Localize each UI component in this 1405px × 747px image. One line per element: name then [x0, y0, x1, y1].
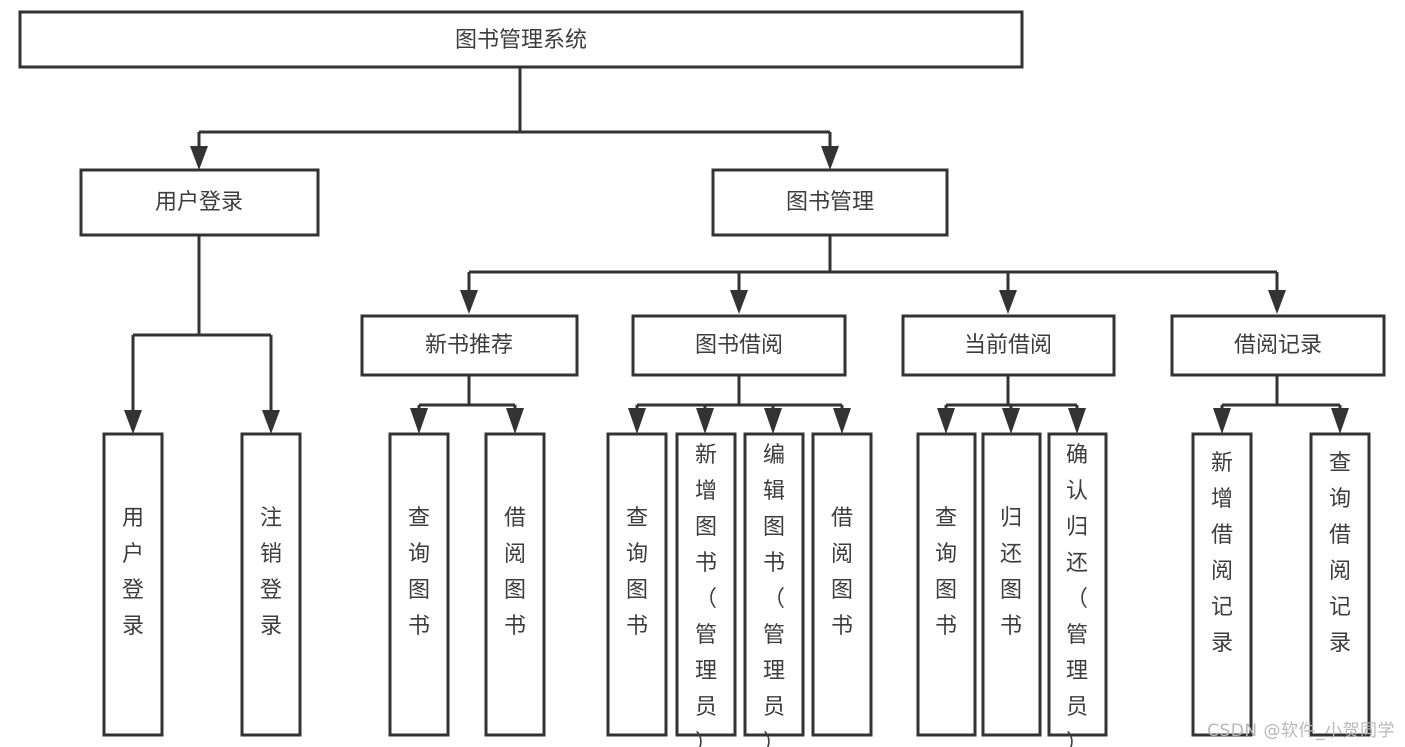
arrowhead-borrow-leaf4 [833, 408, 851, 434]
arrowhead-borrow-leaf2 [696, 408, 714, 434]
leaf-current-borrow-1-box[interactable] [916, 432, 977, 737]
node-user-login-box[interactable] [79, 168, 320, 237]
node-new-book-recommend-box[interactable] [360, 314, 579, 377]
node-book-management-box[interactable] [711, 168, 949, 237]
leaf-book-borrow-4[interactable]: 借阅图书 [811, 432, 873, 737]
leaf-borrow-records-1-label: 新增借阅记录 [1211, 451, 1233, 656]
arrowhead-borrow-leaf3 [764, 408, 782, 434]
node-borrow-records-box[interactable] [1170, 314, 1386, 377]
node-current-borrow[interactable]: 当前借阅 [901, 314, 1116, 377]
arrowhead-current-leaf2 [1002, 408, 1020, 434]
arrowhead-current-leaf3 [1068, 408, 1086, 434]
node-root[interactable]: 图书管理系统 [18, 10, 1024, 69]
leaf-new-book-1[interactable]: 查询图书 [388, 432, 450, 737]
leaf-user-login-2[interactable]: 注销登录 [240, 432, 302, 737]
leaf-user-login-1-label: 用户登录 [122, 506, 144, 639]
node-borrow-records[interactable]: 借阅记录 [1170, 314, 1386, 377]
node-book-borrow-box[interactable] [631, 314, 847, 377]
node-book-borrow[interactable]: 图书借阅 [631, 314, 847, 377]
leaf-book-borrow-2[interactable]: 新增图书（管理员） [675, 432, 737, 747]
leaf-new-book-1-label: 查询图书 [408, 506, 430, 639]
node-new-book-recommend[interactable]: 新书推荐 [360, 314, 579, 377]
node-book-management[interactable]: 图书管理 [711, 168, 949, 237]
leaf-current-borrow-2[interactable]: 归还图书 [981, 432, 1042, 737]
leaf-current-borrow-3-box[interactable] [1047, 432, 1108, 737]
leaf-current-borrow-3[interactable]: 确认归还（管理员） [1047, 432, 1108, 747]
leaf-book-borrow-2-box[interactable] [675, 432, 737, 737]
node-root-label: 图书管理系统 [455, 28, 587, 53]
leaf-book-borrow-1-box[interactable] [606, 432, 668, 737]
leaf-book-borrow-3-box[interactable] [743, 432, 805, 737]
node-user-login-label: 用户登录 [155, 190, 243, 215]
leaf-user-login-2-box[interactable] [240, 432, 302, 737]
leaf-new-book-2-box[interactable] [484, 432, 546, 737]
arrowhead-borrow-records [1268, 290, 1286, 314]
arrowhead-newbook-leaf1 [410, 408, 428, 434]
leaf-new-book-2[interactable]: 借阅图书 [484, 432, 546, 737]
node-book-management-label: 图书管理 [786, 190, 874, 215]
arrowhead-records-leaf1 [1213, 408, 1231, 434]
arrowhead-records-leaf2 [1331, 408, 1349, 434]
node-current-borrow-label: 当前借阅 [964, 333, 1052, 358]
leaf-new-book-2-label: 借阅图书 [504, 506, 526, 639]
arrowhead-book-borrow [730, 290, 748, 314]
leaf-book-borrow-4-label: 借阅图书 [831, 506, 853, 639]
leaf-user-login-2-label: 注销登录 [260, 506, 282, 639]
leaf-book-borrow-1-label: 查询图书 [626, 506, 648, 639]
leaf-user-login-1-box[interactable] [102, 432, 164, 737]
node-new-book-recommend-label: 新书推荐 [425, 333, 513, 358]
leaf-current-borrow-2-box[interactable] [981, 432, 1042, 737]
leaf-borrow-records-2-box[interactable] [1309, 432, 1371, 737]
leaf-borrow-records-2-label: 查询借阅记录 [1329, 451, 1351, 656]
node-current-borrow-box[interactable] [901, 314, 1116, 377]
arrowhead-borrow-leaf1 [628, 408, 646, 434]
leaf-book-borrow-1[interactable]: 查询图书 [606, 432, 668, 737]
arrowhead-new-book [460, 290, 478, 314]
leaf-borrow-records-1-box[interactable] [1191, 432, 1253, 737]
leaf-current-borrow-3-label: 确认归还（管理员） [1066, 443, 1088, 747]
leaf-book-borrow-3-label: 编辑图书（管理员） [763, 443, 785, 747]
leaf-current-borrow-1[interactable]: 查询图书 [916, 432, 977, 737]
arrowhead-current-leaf1 [937, 408, 955, 434]
connector-group [124, 67, 1349, 434]
leaf-current-borrow-1-label: 查询图书 [935, 506, 957, 639]
node-borrow-records-label: 借阅记录 [1234, 333, 1322, 358]
arrowhead-newbook-leaf2 [506, 408, 524, 434]
leaf-user-login-1[interactable]: 用户登录 [102, 432, 164, 737]
node-user-login[interactable]: 用户登录 [79, 168, 320, 237]
leaf-book-borrow-3[interactable]: 编辑图书（管理员） [743, 432, 805, 747]
leaf-borrow-records-1[interactable]: 新增借阅记录 [1191, 432, 1253, 737]
leaf-current-borrow-2-label: 归还图书 [1000, 506, 1022, 639]
node-root-box[interactable] [18, 10, 1024, 69]
arrowhead-book-mgmt [821, 146, 839, 170]
leaf-book-borrow-2-label: 新增图书（管理员） [695, 443, 717, 747]
leaf-borrow-records-2[interactable]: 查询借阅记录 [1309, 432, 1371, 737]
arrowhead-userlogin-leaf1 [124, 410, 142, 434]
arrowhead-current-borrow [999, 290, 1017, 314]
node-book-borrow-label: 图书借阅 [695, 333, 783, 358]
arrowhead-user-login [190, 146, 208, 170]
leaf-new-book-1-box[interactable] [388, 432, 450, 737]
arrowhead-userlogin-leaf2 [262, 410, 280, 434]
leaf-book-borrow-4-box[interactable] [811, 432, 873, 737]
